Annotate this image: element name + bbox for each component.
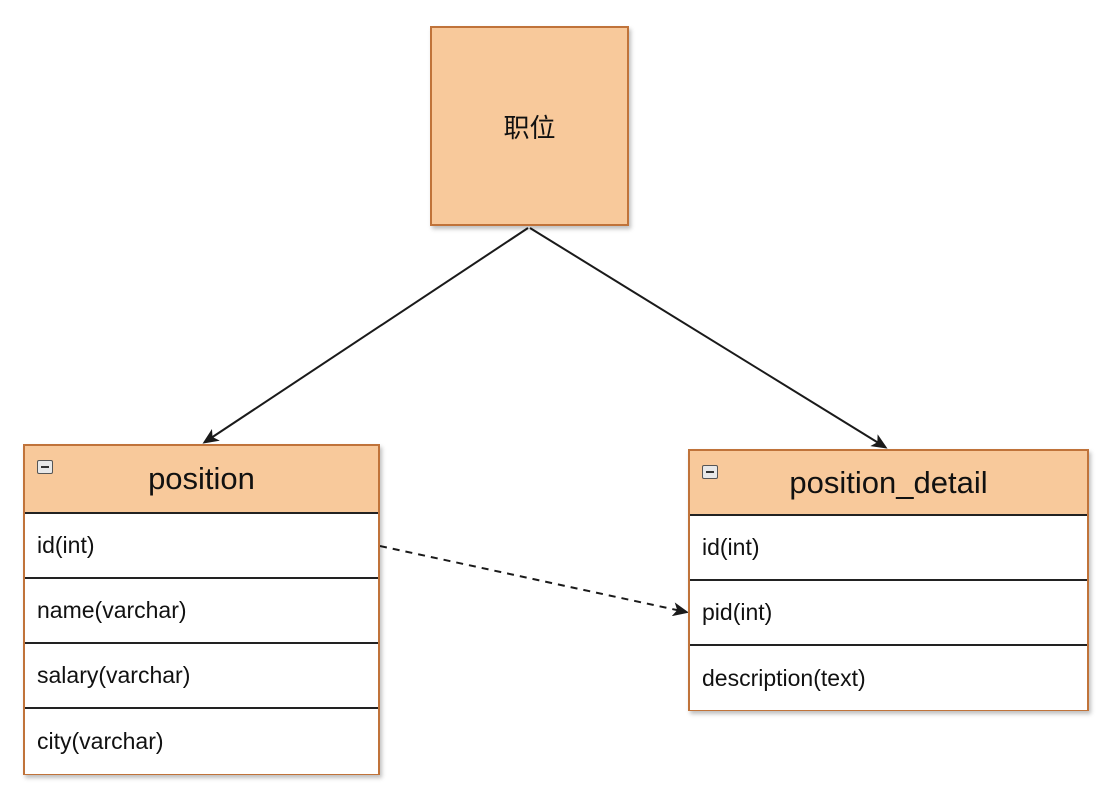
entity-position-detail-header[interactable]: position_detail	[690, 451, 1087, 516]
root-node[interactable]: 职位	[430, 26, 629, 226]
field-salary[interactable]: salary(varchar)	[25, 644, 378, 709]
collapse-icon[interactable]	[702, 465, 718, 479]
root-node-label: 职位	[503, 113, 556, 144]
connector-root-to-position-detail	[529, 227, 888, 449]
field-description[interactable]: description(text)	[690, 646, 1087, 710]
field-pid[interactable]: pid(int)	[690, 581, 1087, 646]
entity-position[interactable]: position id(int) name(varchar) salary(va…	[23, 444, 380, 775]
entity-position-detail[interactable]: position_detail id(int) pid(int) descrip…	[688, 449, 1089, 711]
entity-position-title: position	[148, 461, 255, 496]
connector-id-to-pid-dashed	[379, 545, 689, 617]
entity-position-header[interactable]: position	[25, 446, 378, 514]
field-name[interactable]: name(varchar)	[25, 579, 378, 644]
field-id[interactable]: id(int)	[690, 516, 1087, 581]
entity-position-detail-title: position_detail	[789, 464, 988, 500]
connector-root-to-position	[202, 227, 529, 444]
field-city[interactable]: city(varchar)	[25, 709, 378, 774]
collapse-icon[interactable]	[37, 460, 53, 474]
field-id[interactable]: id(int)	[25, 514, 378, 579]
